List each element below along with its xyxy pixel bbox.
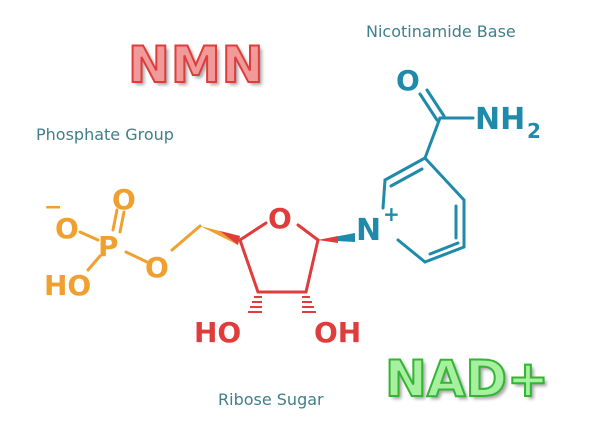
ribose-sugar-label: Ribose Sugar [218, 390, 324, 409]
phosphorus-atom: P [98, 230, 119, 263]
amide-nh: NH [475, 102, 525, 137]
phosphate-bonds [78, 208, 202, 272]
phosphate-hydroxyl: HO [44, 269, 91, 302]
glycosidic-wedge-base [318, 236, 338, 243]
ring-oxygen: O [268, 202, 292, 235]
ribose-hash-right [302, 296, 316, 313]
pyridinium-nitrogen: N [356, 213, 381, 248]
hydroxyl-left: HO [194, 316, 241, 349]
nad-plus-title: NAD+ [384, 349, 550, 409]
nicotinamide-bonds [381, 88, 475, 264]
phosphate-double-o: O [112, 183, 136, 216]
phosphate-oxyanion: O [55, 212, 79, 245]
c5-wedge [200, 226, 240, 245]
ribose-hash-left [248, 296, 262, 313]
positive-charge: + [383, 202, 400, 226]
phosphate-group-label: Phosphate Group [36, 125, 174, 144]
amide-subscript: 2 [527, 119, 541, 143]
bridge-oxygen: O [145, 251, 169, 284]
nmn-title: NMN [127, 35, 265, 95]
hydroxyl-right: OH [314, 316, 361, 349]
ribose-bonds [238, 221, 320, 294]
nicotinamide-base-label: Nicotinamide Base [366, 22, 516, 41]
negative-charge: − [44, 195, 62, 220]
amide-oxygen: O [396, 64, 420, 97]
c5-wedge-red [220, 231, 240, 245]
